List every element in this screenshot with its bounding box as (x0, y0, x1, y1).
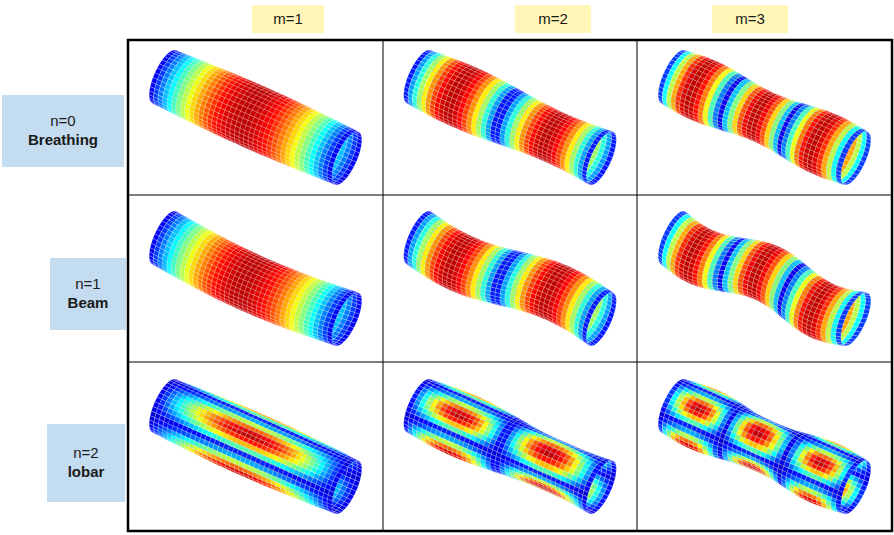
cylinder-mode (149, 50, 362, 185)
cylinder-mode (404, 50, 617, 185)
